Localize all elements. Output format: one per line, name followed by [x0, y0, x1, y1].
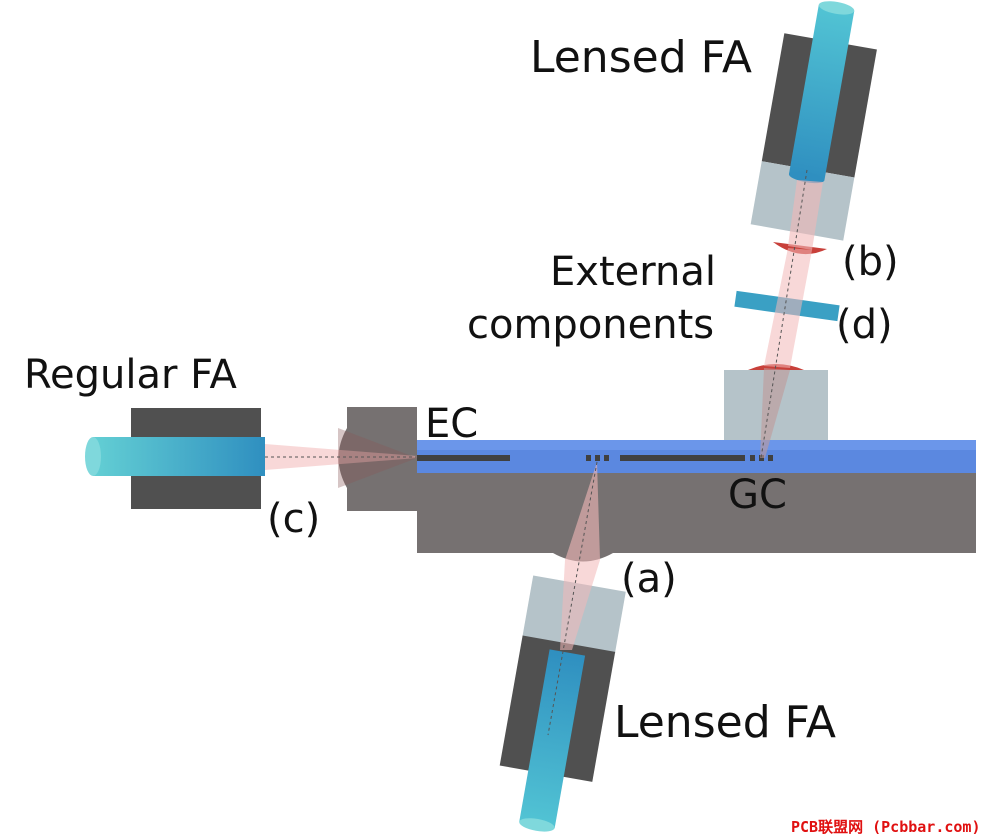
label-c: (c) — [267, 496, 320, 542]
waveguide-core-left — [417, 455, 510, 461]
bottom-fa-fiber — [519, 649, 586, 829]
label-d: (d) — [836, 302, 893, 348]
label-gc: GC — [728, 472, 787, 518]
label-external-line1: External — [550, 249, 716, 295]
micro-lens-b — [773, 242, 827, 255]
optical-axis-a — [547, 461, 598, 736]
regular-fiber-array — [85, 408, 265, 509]
top-fa-fiber — [788, 4, 855, 181]
watermark: PCB联盟网 (Pcbbar.com) — [791, 818, 981, 836]
beam-b-bottom — [760, 368, 790, 458]
beam-b-top — [788, 180, 823, 250]
top-fa-fiber-end — [818, 1, 855, 15]
waveguide-top-highlight — [417, 440, 976, 450]
label-b: (b) — [842, 239, 899, 285]
bottom-lensed-fiber-array — [499, 575, 626, 832]
waveguide-core-right — [620, 455, 745, 461]
beam-a-lower — [560, 560, 600, 650]
label-a: (a) — [621, 556, 677, 602]
bottom-fa-fiber-end — [519, 818, 555, 832]
beam-c — [265, 444, 417, 470]
regular-fa-fiber — [93, 437, 265, 476]
grating-coupler-left — [586, 455, 609, 461]
beam-a — [565, 462, 600, 560]
label-regular-fa: Regular FA — [24, 352, 237, 398]
top-lensed-fiber-array — [750, 1, 877, 241]
optical-axis-b — [760, 169, 808, 459]
beam-c-in-lens — [338, 428, 417, 488]
label-ec: EC — [425, 401, 478, 447]
beam-b-mid — [764, 248, 812, 368]
label-external-line2: components — [467, 302, 714, 348]
label-lensed-fa-top: Lensed FA — [530, 32, 752, 83]
photonic-chip — [417, 440, 976, 553]
regular-fa-fiber-end — [85, 437, 101, 476]
label-lensed-fa-bottom: Lensed FA — [614, 697, 836, 748]
